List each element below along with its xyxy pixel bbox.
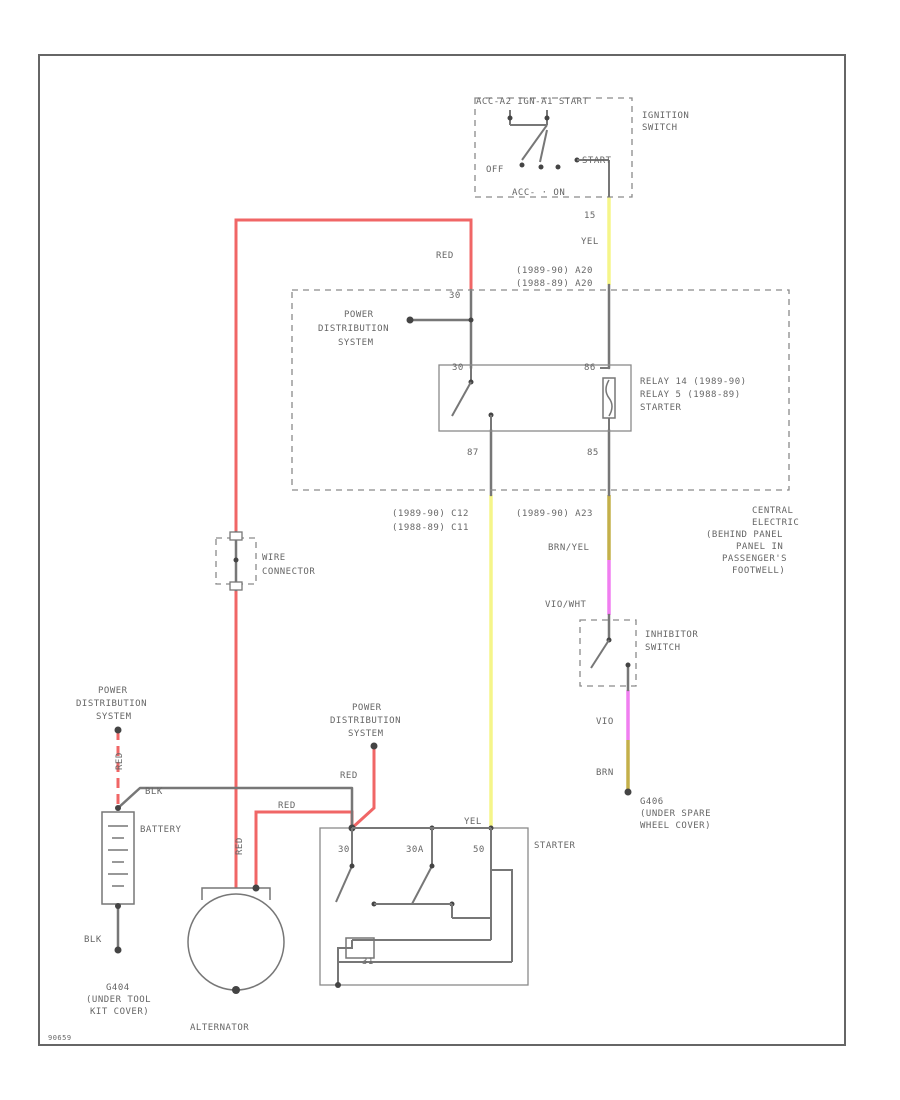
relay-pin-30-label: 30: [449, 291, 461, 301]
inhibitor-switch: [579, 619, 637, 687]
power-dist-1-terminal: [406, 316, 414, 324]
wire-blk-label: BLK: [145, 787, 163, 797]
central-electric-label-4: PANEL IN: [736, 542, 783, 552]
starter-pin-30-label: 30: [338, 845, 350, 855]
wire-connector: [215, 531, 257, 591]
wire-brn-yel-label: BRN/YEL: [548, 543, 589, 553]
ground-left-label-2: (UNDER TOOL: [86, 995, 151, 1005]
starter-pin-30a-label: 30A: [406, 845, 424, 855]
ignition-switch-label-2: SWITCH: [642, 123, 678, 133]
ground-right-terminal: [624, 788, 632, 796]
inhibitor-switch-label-2: SWITCH: [645, 643, 681, 653]
ground-right-label-1: G406: [640, 797, 664, 807]
ground-right-label-2: (UNDER SPARE: [640, 809, 711, 819]
ignition-pin-label: 15: [584, 211, 596, 221]
wire-red-alt-label: RED: [278, 801, 296, 811]
connector-right-label: (1989-90) A23: [516, 509, 593, 519]
wire-connector-label-1: WIRE: [262, 553, 286, 563]
ignition-start-label: START: [582, 156, 612, 166]
wire-brn-label: BRN: [596, 768, 614, 778]
ignition-positions-label: ACC-A2 IGN-A1 START: [476, 97, 589, 107]
central-electric-label-1: CENTRAL: [752, 506, 793, 516]
ignition-off-label: OFF: [486, 165, 504, 175]
relay-pin-85-label: 85: [587, 448, 599, 458]
power-dist-3-label-3: SYSTEM: [348, 729, 384, 739]
wire-red-vert-label: RED: [235, 837, 245, 855]
ground-left-label-3: KIT COVER): [90, 1007, 149, 1017]
wire-red-top-label: RED: [436, 251, 454, 261]
wire-connector-label-2: CONNECTOR: [262, 567, 315, 577]
ground-right-label-3: WHEEL COVER): [640, 821, 711, 831]
red-wire-power-distribution: [350, 748, 376, 830]
relay-86-pin-label: 86: [584, 363, 596, 373]
ground-left-label-1: G404: [106, 983, 130, 993]
connector-left-label-2: (1988-89) C11: [392, 523, 469, 533]
ground-left-terminal: [114, 946, 122, 954]
alternator-label: ALTERNATOR: [190, 1023, 249, 1033]
starter-relay: 30 86: [438, 363, 632, 432]
relay-name-label-1: RELAY 14 (1989-90): [640, 377, 747, 387]
relay-30-pin-label: 30: [452, 363, 464, 373]
central-electric-label-2: ELECTRIC: [752, 518, 799, 528]
central-electric-box: [291, 289, 790, 491]
connector-top-label-2: (1988-89) A20: [516, 279, 593, 289]
starter-label: STARTER: [534, 841, 576, 851]
ignition-switch-label-1: IGNITION: [642, 111, 689, 121]
starter-pin-50-label: 50: [473, 845, 485, 855]
relay-pin-87-label: 87: [467, 448, 479, 458]
red-wire-main: [234, 218, 473, 888]
connector-top-label-1: (1989-90) A20: [516, 266, 593, 276]
power-dist-2-terminal: [114, 726, 122, 734]
gray-wires: [116, 283, 630, 950]
battery-label: BATTERY: [140, 825, 182, 835]
ignition-switch: ACC-A2 IGN-A1 START OFF START ACC- · ON: [474, 97, 633, 198]
wire-yel-top-label: YEL: [581, 237, 599, 247]
battery: [101, 805, 135, 909]
power-dist-2-label-3: SYSTEM: [96, 712, 132, 722]
starter-pin-31-label: 31: [362, 957, 374, 967]
power-dist-2-label-1: POWER: [98, 686, 128, 696]
wire-yel-starter-label: YEL: [464, 817, 482, 827]
central-electric-label-6: FOOTWELL): [732, 566, 785, 576]
power-dist-2-label-2: DISTRIBUTION: [76, 699, 147, 709]
figure-id: 90659: [48, 1034, 72, 1042]
splice-dot: [468, 317, 474, 323]
relay-name-label-2: RELAY 5 (1988-89): [640, 390, 741, 400]
ignition-acc-on-label: ACC- · ON: [512, 188, 565, 198]
wire-red-batt-label: RED: [115, 752, 125, 770]
wire-red-pd3-label: RED: [340, 771, 358, 781]
power-dist-3-label-1: POWER: [352, 703, 382, 713]
starter: [319, 824, 529, 988]
power-dist-1-label-2: DISTRIBUTION: [318, 324, 389, 334]
power-dist-3-label-2: DISTRIBUTION: [330, 716, 401, 726]
wire-vio-wht-label: VIO/WHT: [545, 600, 587, 610]
wire-vio-label: VIO: [596, 717, 614, 727]
power-dist-3-terminal: [370, 742, 378, 750]
power-dist-1-label-3: SYSTEM: [338, 338, 374, 348]
wire-blk-ground-label: BLK: [84, 935, 102, 945]
power-dist-1-label-1: POWER: [344, 310, 374, 320]
inhibitor-switch-label-1: INHIBITOR: [645, 630, 698, 640]
connector-left-label-1: (1989-90) C12: [392, 509, 469, 519]
alternator: [187, 884, 285, 994]
relay-name-label-3: STARTER: [640, 403, 682, 413]
diagram-border: [38, 54, 846, 1046]
central-electric-label-5: PASSENGER'S: [722, 554, 787, 564]
central-electric-label-3: (BEHIND PANEL: [706, 530, 783, 540]
